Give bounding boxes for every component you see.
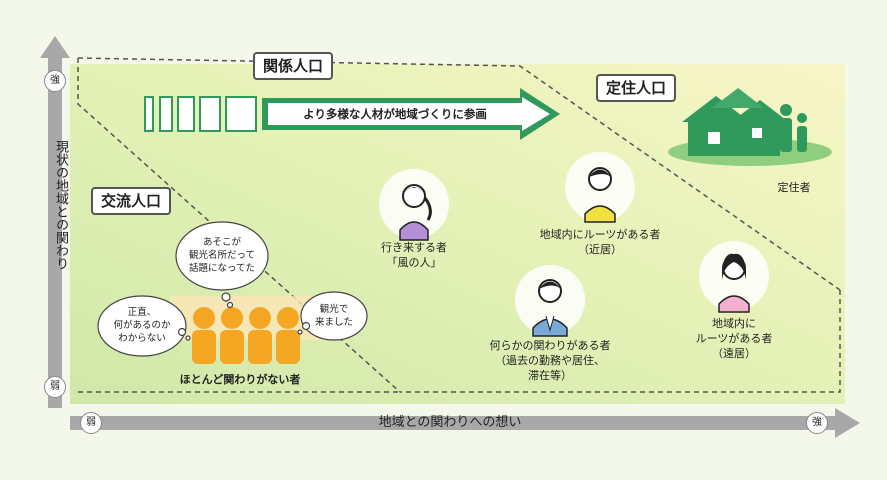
zone-label-teiju: 定住人口 (596, 74, 677, 102)
speech-bubble-2 (97, 295, 187, 357)
bubble-2-line1: 正直、 (127, 307, 157, 318)
bubble-1-line1: あそこが (202, 237, 241, 248)
y-axis-arrowhead (40, 36, 70, 58)
zone-label-kankei: 関係人口 (253, 52, 334, 80)
bubble-1-line2: 観光名所だって (188, 250, 256, 261)
bubble-3-text: 観光で 来ました (302, 303, 366, 329)
label-teijusha: 定住者 (777, 181, 811, 194)
label-ikiki-line2: 「風の人」 (386, 256, 442, 269)
bubble-2-line3: わからない (118, 333, 166, 344)
x-axis-weak: 弱 (80, 412, 102, 434)
bubble-2-text: 正直、 何があるのか わからない (98, 306, 186, 345)
bubble-3-line1: 観光で (319, 304, 349, 315)
x-axis-arrowhead (835, 408, 860, 438)
label-kinkyo-line1: 地域内にルーツがある者 (539, 228, 661, 241)
arrow-text: より多様な人材が地域づくりに参画 (303, 107, 487, 121)
bubble-1-text: あそこが 観光名所だって 話題になってた (176, 236, 268, 275)
zone-label-koryu: 交流人口 (91, 187, 172, 215)
person-icon-enkyo (699, 241, 769, 313)
x-axis-strong: 強 (806, 412, 828, 434)
label-enkyo-line1: 地域内に (712, 317, 756, 330)
label-ikiki: 行き来する者 「風の人」 (354, 240, 474, 270)
y-axis-label: 現状の地域との関わり (53, 140, 68, 270)
label-kinkyo: 地域内にルーツがある者 （近居） (530, 227, 670, 257)
y-axis-bar (48, 56, 62, 408)
house-icon (668, 88, 832, 166)
speech-bubble-3 (300, 291, 368, 341)
bubble-2-line2: 何があるのか (113, 320, 171, 331)
label-kakawari-line3: 滞在等） (528, 369, 572, 382)
label-enkyo-line3: （遠居） (712, 347, 756, 360)
person-icon-ikiki (379, 169, 449, 241)
label-hotondo: ほとんど関わりがない者 (179, 373, 301, 386)
crowd-icon (170, 296, 320, 364)
label-kakawari: 何らかの関わりがある者 （過去の勤務や居住、 滞在等） (480, 338, 620, 383)
bubble-3-line2: 来ました (314, 317, 353, 328)
y-axis-weak: 弱 (44, 376, 66, 398)
bubble-1-line3: 話題になってた (188, 263, 256, 274)
participation-arrow-inner (268, 97, 550, 131)
label-enkyo: 地域内に ルーツがある者 （遠居） (684, 316, 784, 361)
label-ikiki-line1: 行き来する者 (381, 241, 447, 254)
speech-bubble-1 (175, 221, 269, 291)
participation-blocks (144, 96, 257, 132)
label-kakawari-line2: （過去の勤務や居住、 (495, 354, 605, 367)
person-icon-kinkyo (565, 152, 635, 223)
kankei-bottom-boundary (400, 290, 841, 393)
x-axis-label: 地域との関わりへの想い (378, 415, 522, 430)
label-enkyo-line2: ルーツがある者 (695, 332, 773, 345)
kankei-upper-boundary (77, 57, 841, 291)
label-kinkyo-line2: （近居） (578, 243, 622, 256)
person-icon-kakawari (515, 265, 585, 337)
label-kakawari-line1: 何らかの関わりがある者 (489, 339, 611, 352)
x-axis-bar (70, 416, 835, 430)
y-axis-strong: 強 (44, 70, 66, 92)
